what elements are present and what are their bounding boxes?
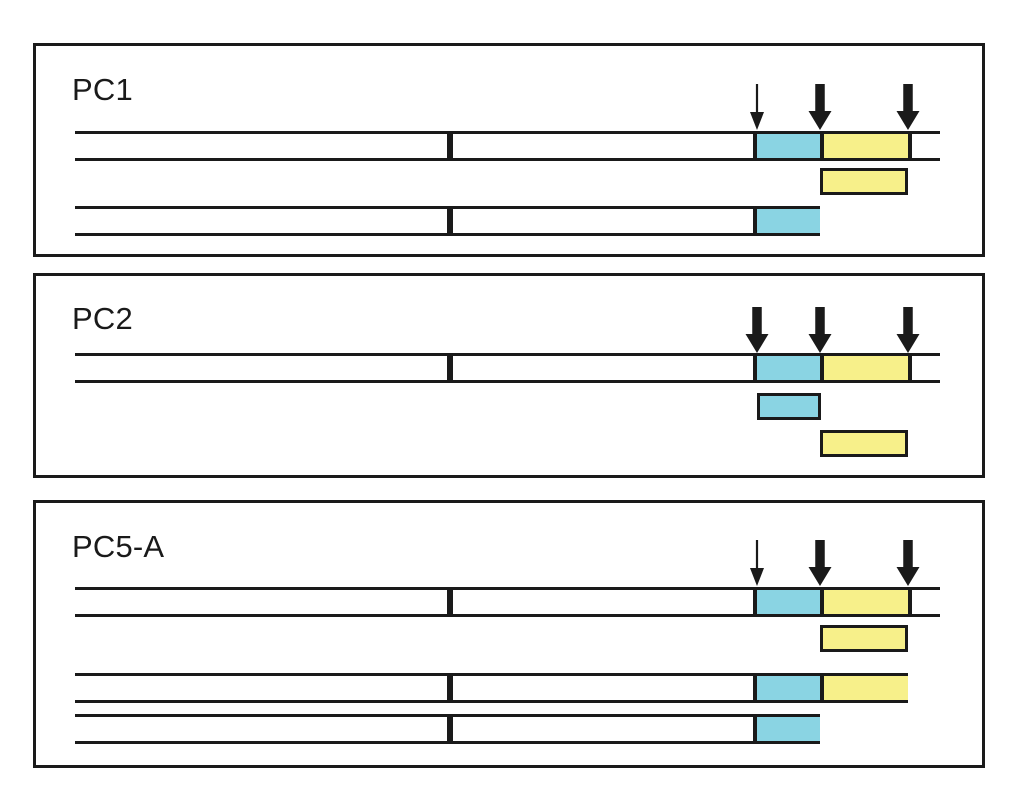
bar-divider-tick — [447, 590, 453, 614]
arrow-down-icon — [807, 540, 833, 586]
bar-segment-boundary — [753, 356, 757, 380]
bar-segment-white — [75, 717, 753, 741]
bar-segment-yellow — [824, 356, 908, 380]
bar-segment-boundary — [908, 134, 912, 158]
arrow-down-icon — [744, 307, 770, 353]
bar-segment-boundary — [820, 590, 824, 614]
bar-segment-white — [75, 209, 753, 233]
bar-divider-tick — [447, 356, 453, 380]
bar-segment-boundary — [908, 356, 912, 380]
arrow-down-icon — [895, 540, 921, 586]
bar-segment-cyan — [757, 676, 820, 700]
bar-segment-boundary — [753, 134, 757, 158]
bar-segment-yellow — [824, 590, 908, 614]
bar-divider-tick — [447, 717, 453, 741]
bar-segment-cyan — [757, 134, 820, 158]
arrow-down-icon — [744, 84, 770, 130]
bar-segment-white — [75, 676, 753, 700]
construct-bar — [75, 131, 940, 161]
bar-segment-cyan — [757, 590, 820, 614]
bar-segment-boundary — [753, 209, 757, 233]
bar-segment-yellow — [824, 676, 908, 700]
bar-segment-boundary — [908, 590, 912, 614]
arrow-down-icon — [895, 307, 921, 353]
arrow-down-icon — [895, 84, 921, 130]
bar-segment-yellow — [824, 134, 908, 158]
bar-segment-boundary — [753, 717, 757, 741]
bar-segment-white — [912, 356, 940, 380]
bar-segment-boundary — [820, 134, 824, 158]
construct-bar — [75, 587, 940, 617]
bar-segment-boundary — [820, 356, 824, 380]
fragment-box-cyan — [757, 393, 821, 420]
bar-segment-white — [75, 134, 753, 158]
arrow-down-icon — [744, 540, 770, 586]
bar-segment-white — [912, 590, 940, 614]
bar-segment-white — [75, 590, 753, 614]
bar-divider-tick — [447, 209, 453, 233]
construct-bar — [75, 714, 820, 744]
panel-label-pc5a: PC5-A — [72, 529, 165, 564]
bar-segment-white — [912, 134, 940, 158]
panel-label-pc2: PC2 — [72, 301, 133, 336]
bar-divider-tick — [447, 676, 453, 700]
construct-bar — [75, 673, 908, 703]
bar-segment-cyan — [757, 717, 820, 741]
bar-segment-white — [75, 356, 753, 380]
panel-label-pc1: PC1 — [72, 72, 133, 107]
bar-segment-boundary — [753, 590, 757, 614]
arrow-down-icon — [807, 84, 833, 130]
arrow-down-icon — [807, 307, 833, 353]
fragment-box-yellow — [820, 430, 908, 457]
bar-segment-boundary — [753, 676, 757, 700]
construct-bar — [75, 206, 820, 236]
fragment-box-yellow — [820, 625, 908, 652]
construct-bar — [75, 353, 940, 383]
bar-segment-cyan — [757, 209, 820, 233]
bar-divider-tick — [447, 134, 453, 158]
bar-segment-cyan — [757, 356, 820, 380]
bar-segment-boundary — [820, 676, 824, 700]
fragment-box-yellow — [820, 168, 908, 195]
